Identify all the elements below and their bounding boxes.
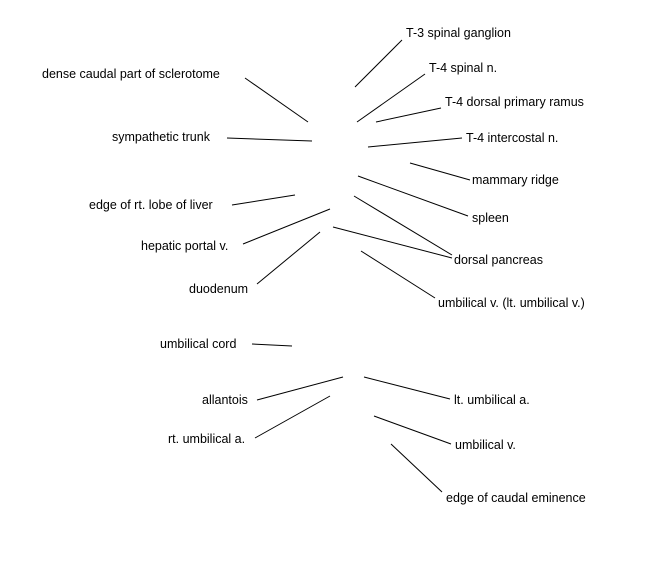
- label-t4-intercostal-n: T-4 intercostal n.: [466, 131, 559, 145]
- label-lt-umbilical-a: lt. umbilical a.: [454, 393, 530, 407]
- label-t4-spinal-n: T-4 spinal n.: [429, 61, 498, 75]
- leader-duodenum: [256, 231, 321, 285]
- leader-mammary-ridge: [409, 162, 471, 181]
- leader-umbilical-v: [373, 415, 452, 445]
- leader-t4-intercostal-n: [367, 137, 463, 148]
- leader-hepatic-portal-v: [242, 208, 331, 245]
- leader-rt-umbilical-a: [254, 395, 331, 439]
- label-dense-caudal-sclerotome: dense caudal part of sclerotome: [42, 67, 220, 81]
- leader-t3-spinal-ganglion: [354, 39, 403, 88]
- leader-spleen: [357, 175, 469, 217]
- label-spleen: spleen: [472, 211, 509, 225]
- label-rt-umbilical-a: rt. umbilical a.: [168, 432, 246, 446]
- label-allantois: allantois: [202, 393, 248, 407]
- leader-umbilical-v-lt: [360, 250, 436, 299]
- leader-umbilical-cord: [251, 343, 293, 347]
- leader-lt-umbilical-a: [363, 376, 451, 400]
- leader-sympathetic-trunk: [226, 137, 313, 142]
- label-edge-caudal-eminence: edge of caudal eminence: [446, 491, 586, 505]
- leader-dense-caudal-sclerotome: [244, 77, 309, 123]
- label-duodenum: duodenum: [189, 282, 249, 296]
- leader-edge-rt-lobe-liver: [231, 194, 296, 206]
- label-mammary-ridge: mammary ridge: [472, 173, 559, 187]
- label-umbilical-v: umbilical v.: [455, 438, 516, 452]
- label-hepatic-portal-v: hepatic portal v.: [141, 239, 229, 253]
- leader-dorsal-pancreas-b: [332, 226, 453, 259]
- label-sympathetic-trunk: sympathetic trunk: [112, 130, 210, 144]
- label-umbilical-cord: umbilical cord: [160, 337, 237, 351]
- leader-t4-dorsal-primary-ramus: [375, 107, 442, 123]
- label-edge-rt-lobe-liver: edge of rt. lobe of liver: [89, 198, 213, 212]
- leader-t4-spinal-n: [356, 73, 426, 123]
- label-umbilical-v-lt: umbilical v. (lt. umbilical v.): [438, 296, 585, 310]
- leader-allantois: [256, 376, 344, 401]
- label-t4-dorsal-primary-ramus: T-4 dorsal primary ramus: [445, 95, 584, 109]
- label-t3-spinal-ganglion: T-3 spinal ganglion: [406, 26, 511, 40]
- leader-edge-caudal-eminence: [390, 443, 443, 493]
- leader-dorsal-pancreas-a: [353, 195, 453, 256]
- label-dorsal-pancreas: dorsal pancreas: [454, 253, 543, 267]
